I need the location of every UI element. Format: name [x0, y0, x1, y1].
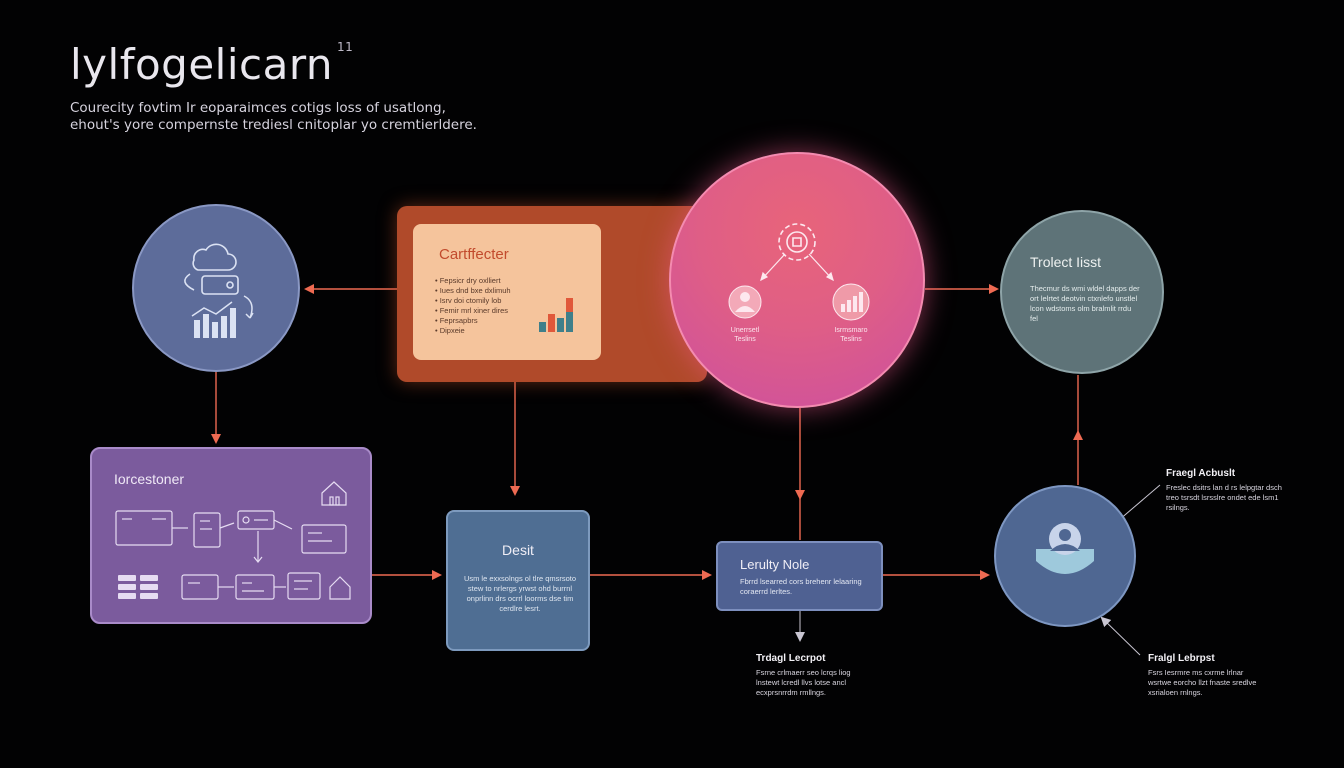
node-desit-box[interactable]: Desit Usm le exxsolngs ol tlre qmsrsoto … — [446, 510, 590, 651]
pink-circle-icons — [728, 223, 870, 321]
note-bottom-right: Fralgl Lebrpst Fsrs Iesrmre ms cxrme lrl… — [1148, 653, 1268, 698]
label-line: Teslins — [840, 336, 862, 343]
note-title: Fraegl Acbuslt — [1166, 468, 1236, 479]
bar-chart-icon — [191, 301, 236, 338]
label-line: Unerrsetl — [730, 327, 760, 334]
desit-box-body: Usm le exxsolngs ol tlre qmsrsoto stew t… — [463, 574, 577, 613]
list-item: Fepsicr dry oxlliert — [435, 276, 511, 286]
note-body: Fsrne crlmaerr seo lcrqs liog lnstewt lc… — [756, 668, 851, 697]
lnote-box-title: Lerulty Nole — [740, 557, 810, 572]
list-item: Dipxeie — [435, 326, 511, 336]
desit-box-title: Desit — [502, 542, 534, 558]
title-text: lylfogelicarn — [70, 40, 333, 89]
pointer-note-bottom-right — [1100, 616, 1141, 656]
user-avatar-icon — [1036, 523, 1094, 574]
node-user-circle[interactable] — [994, 485, 1136, 627]
node-right-circle[interactable]: Trolect Iisst Thecmur ds wmi wldel dapps… — [1000, 210, 1164, 374]
flow-chart-icon — [115, 481, 351, 600]
pink-left-label: Unerrsetl Teslins — [715, 326, 775, 344]
page-subtitle: Courecity fovtim Ir eoparaimces cotigs l… — [70, 100, 477, 133]
orange-card-list: Fepsicr dry oxlliert Iues dnd bxe dxlimu… — [435, 276, 511, 336]
left-circle-icons — [184, 243, 254, 338]
node-left-circle[interactable] — [132, 204, 300, 372]
note-top-right: Fraegl Acbuslt Freslec dsitrs lan d rs l… — [1166, 468, 1286, 513]
list-item: Iues dnd bxe dxlimuh — [435, 286, 511, 296]
refresh-arrow-icon — [243, 295, 254, 319]
node-orange-card[interactable]: Cartffecter Fepsicr dry oxlliert Iues dn… — [413, 224, 601, 360]
note-title: Trdagl Lecrpot — [756, 653, 826, 664]
label-line: Isrmsmaro — [834, 327, 868, 334]
right-circle-title: Trolect Iisst — [1030, 254, 1102, 270]
list-item: Femir mrl xiner dires — [435, 306, 511, 316]
house-icon — [321, 481, 347, 506]
purple-box-title: Iorcestoner — [114, 471, 185, 487]
list-item: Feprsapbrs — [435, 316, 511, 326]
lnote-box-body: Fbrrd lsearred cors brehenr lelaaring co… — [740, 577, 862, 596]
gear-ring-icon — [778, 223, 816, 261]
list-item: Isrv doi ctomily lob — [435, 296, 511, 306]
device-icon — [184, 273, 239, 295]
title-mark: 11 — [337, 40, 354, 54]
page-title: lylfogelicarn 11 — [70, 40, 353, 89]
pink-right-label: Isrmsmaro Teslins — [821, 326, 881, 344]
label-line: Teslins — [734, 336, 756, 343]
user-icon — [728, 285, 762, 319]
note-body: Fsrs Iesrmre ms cxrme lrlnar wsrtwe eorc… — [1148, 668, 1257, 697]
bar-chart-icon — [539, 298, 573, 332]
node-pink-circle[interactable]: Unerrsetl Teslins Isrmsmaro Teslins — [669, 152, 925, 408]
bar-chart-icon — [832, 283, 870, 321]
table-icon — [118, 575, 158, 599]
note-title: Fralgl Lebrpst — [1148, 653, 1215, 664]
right-circle-body: Thecmur ds wmi wldel dapps der ort lelrt… — [1030, 284, 1140, 323]
node-purple-box[interactable]: Iorcestoner — [90, 447, 372, 624]
note-body: Freslec dsitrs lan d rs lelpgtar dsch tr… — [1166, 483, 1282, 512]
orange-card-title: Cartffecter — [439, 246, 509, 263]
node-lnote-box[interactable]: Lerulty Nole Fbrrd lsearred cors brehenr… — [716, 541, 883, 611]
cloud-icon — [192, 243, 237, 271]
note-bottom-center: Trdagl Lecrpot Fsrne crlmaerr seo lcrqs … — [756, 653, 876, 698]
